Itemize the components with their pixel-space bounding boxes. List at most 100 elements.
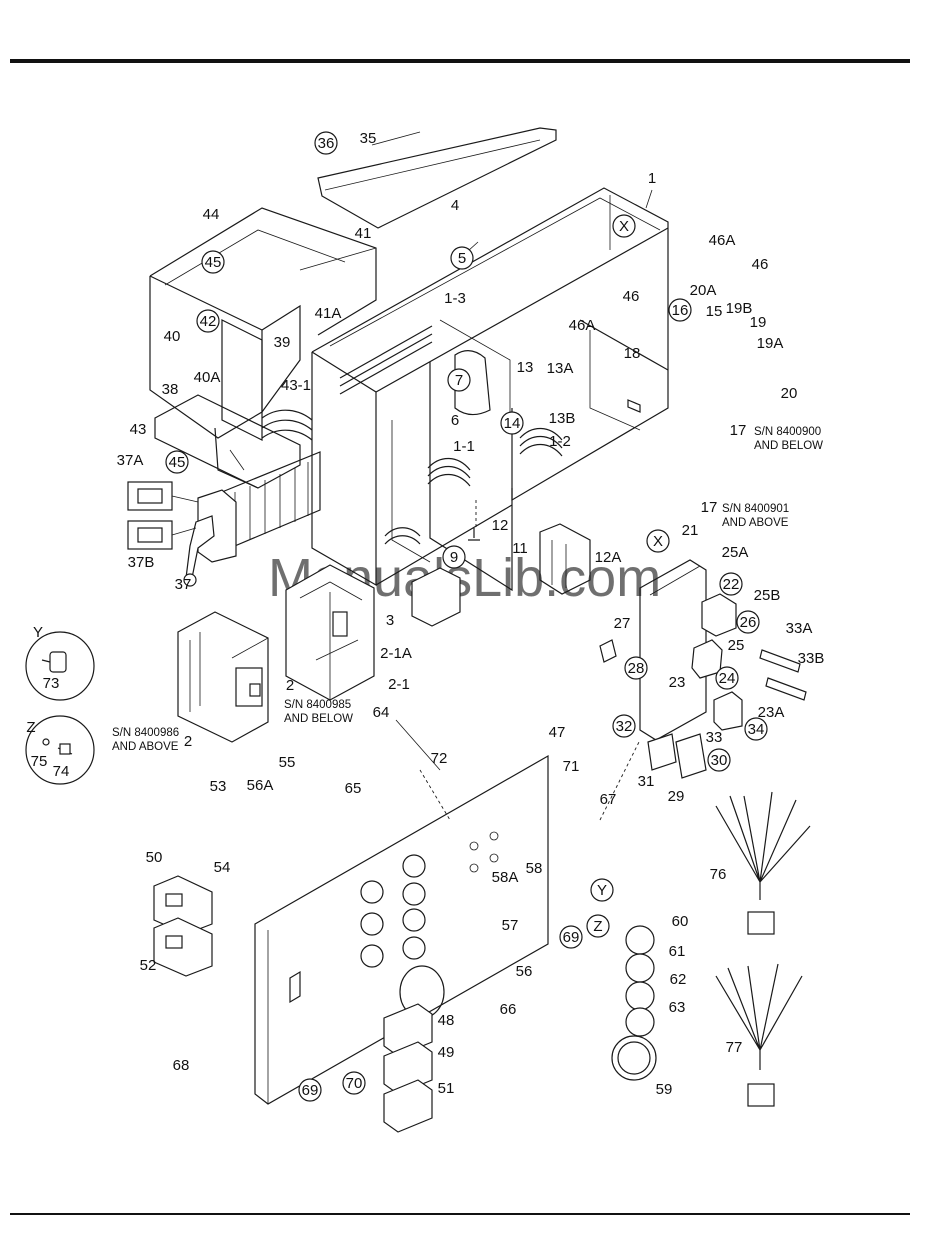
callout-64: 64 — [373, 704, 390, 721]
callout-label: 69 — [563, 929, 580, 946]
callout-56a: 56A — [247, 777, 274, 794]
callout-66: 66 — [500, 1001, 517, 1018]
callout-label: 32 — [616, 718, 633, 735]
callout-label: Y — [33, 624, 43, 641]
callout-circle — [744, 717, 768, 741]
callout-circle — [586, 914, 610, 938]
callout-label: 40A — [194, 369, 221, 386]
callout-68: 68 — [173, 1057, 190, 1074]
pigtail-harnesses — [715, 791, 811, 1107]
callout-label: 7 — [455, 372, 463, 389]
callout-label: 33 — [706, 729, 723, 746]
callout-27: 27 — [614, 615, 631, 632]
callout-circle — [612, 214, 636, 238]
callout-76: 76 — [710, 866, 727, 883]
callout-label: 13A — [547, 360, 574, 377]
note-2-below-line1: S/N 8400985 — [284, 699, 351, 711]
callout-label: Z — [593, 918, 602, 935]
callout-label: X — [653, 533, 663, 550]
callout-circle — [612, 714, 636, 738]
callout-label: 75 — [31, 753, 48, 770]
callout-label: 1-3 — [444, 290, 466, 307]
callout-label: 46 — [623, 288, 640, 305]
callout-circle — [447, 368, 471, 392]
callout-11: 11 — [512, 540, 528, 557]
callout-label: 26 — [740, 614, 757, 631]
callout-label: Z — [26, 719, 35, 736]
callout-49: 49 — [438, 1044, 455, 1061]
detail-z — [25, 715, 95, 785]
callout-label: 2-1 — [388, 676, 410, 693]
callout-50: 50 — [146, 849, 163, 866]
note-17-below-line2: AND BELOW — [754, 440, 823, 452]
callout-42: 42 — [196, 309, 220, 333]
callout-label: 14 — [504, 415, 521, 432]
header-rule — [10, 59, 910, 63]
callout-label: 34 — [748, 721, 765, 738]
callout-51: 51 — [438, 1080, 455, 1097]
callout-circle — [624, 656, 648, 680]
label-plates — [127, 481, 199, 550]
callout-label: 47 — [549, 724, 566, 741]
callout-7: 7 — [447, 368, 471, 392]
note-2-above-line1: S/N 8400986 — [112, 727, 179, 739]
callout-label: 25B — [754, 587, 781, 604]
callout-label: 56 — [516, 963, 533, 980]
mounting-plate — [599, 559, 743, 741]
callout-label: 70 — [346, 1075, 363, 1092]
callout-21: 21 — [682, 522, 699, 539]
callout-circle — [450, 246, 474, 270]
callout-45a: 45 — [201, 250, 225, 274]
callout-28: 28 — [624, 656, 648, 680]
callout-33a: 33A — [786, 620, 813, 637]
callout-33b: 33B — [798, 650, 825, 667]
callout-label: 77 — [726, 1039, 743, 1056]
callout-label: 43 — [130, 421, 147, 438]
callout-label: 72 — [431, 750, 448, 767]
callout-circle — [590, 878, 614, 902]
callout-23a: 23A — [758, 704, 785, 721]
note-17-above-line2: AND ABOVE — [722, 517, 789, 529]
callout-17a: 17 — [730, 422, 747, 439]
serial-notes: S/N 8400900 AND BELOW S/N 8400901 AND AB… — [112, 426, 823, 753]
callout-23: 23 — [669, 674, 686, 691]
callout-label: 22 — [723, 576, 740, 593]
callout-circle — [201, 250, 225, 274]
note-17-below-line1: S/N 8400900 — [754, 426, 821, 438]
callout-label: 13B — [549, 410, 576, 427]
callout-12: 12 — [492, 517, 509, 534]
callout-32: 32 — [612, 714, 636, 738]
detail-y — [25, 631, 95, 701]
callout-label: 68 — [173, 1057, 190, 1074]
callout-14: 14 — [500, 411, 524, 435]
callout-label: 39 — [274, 334, 291, 351]
callout-label: 41 — [355, 225, 372, 242]
callout-label: 46 — [752, 256, 769, 273]
callout-41: 41 — [355, 225, 372, 242]
callout-label: 52 — [140, 957, 157, 974]
callout-label: 5 — [458, 250, 466, 267]
callout-label: 27 — [614, 615, 631, 632]
callout-label: 16 — [672, 302, 689, 319]
callout-13: 13 — [517, 359, 534, 376]
callout-label: 12A — [595, 549, 622, 566]
callout-2b: 2 — [184, 733, 192, 750]
callout-20: 20 — [781, 385, 798, 402]
callout-label: 20A — [690, 282, 717, 299]
callout-label: 59 — [656, 1081, 673, 1098]
callout-47: 47 — [549, 724, 566, 741]
callout-label: 37A — [117, 452, 144, 469]
callout-56: 56 — [516, 963, 533, 980]
fuses — [759, 649, 807, 701]
callout-label: 45 — [205, 254, 222, 271]
callout-label: 74 — [53, 763, 70, 780]
callout-label: 46A — [709, 232, 736, 249]
callout-label: 71 — [563, 758, 580, 775]
callout-label: 21 — [682, 522, 699, 539]
callout-label: 65 — [345, 780, 362, 797]
callout-label: 25A — [722, 544, 749, 561]
callout-52: 52 — [140, 957, 157, 974]
callout-1_2: 1-2 — [549, 433, 571, 450]
circuit-breaker-alt — [177, 611, 269, 743]
callout-18: 18 — [624, 345, 641, 362]
